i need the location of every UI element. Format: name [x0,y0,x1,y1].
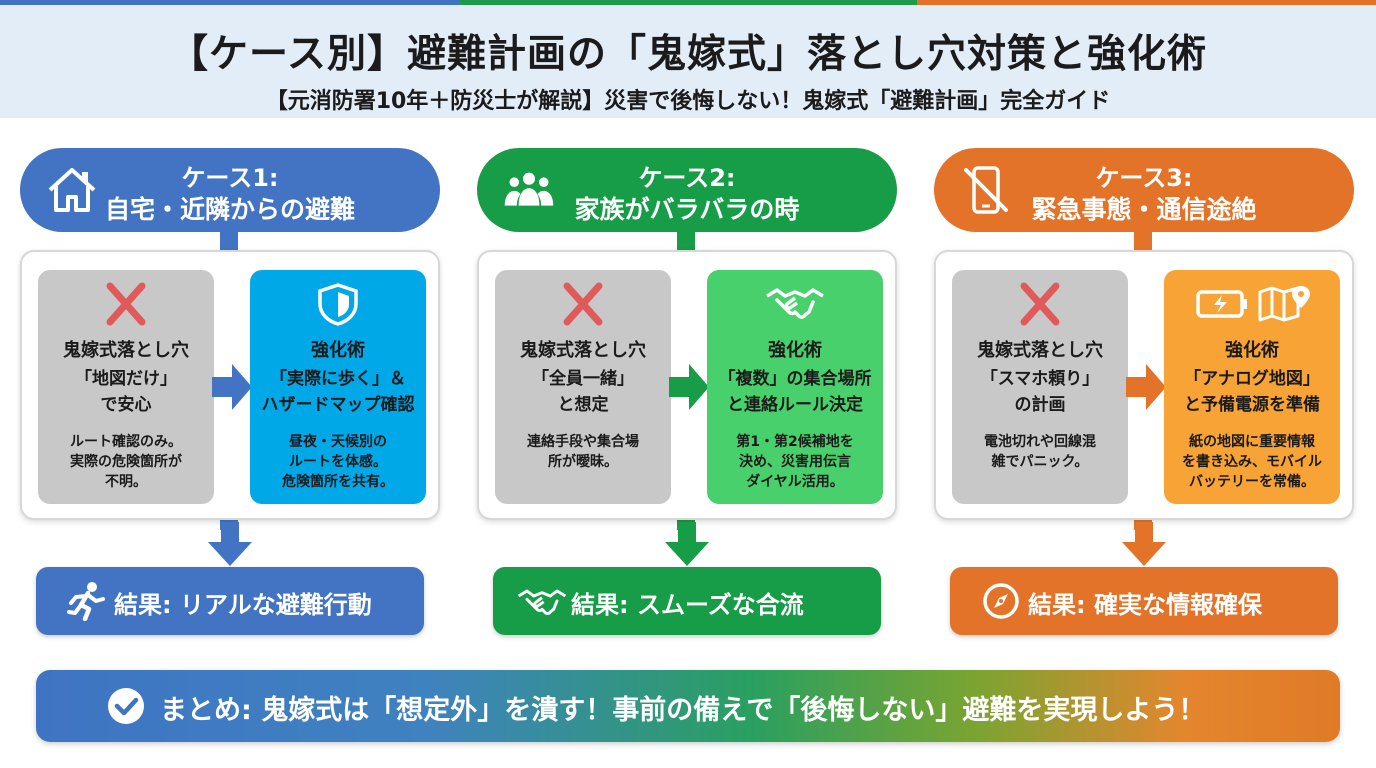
right-arrow-icon [669,364,709,410]
x-mark-icon [1020,282,1060,326]
connector-line [220,230,238,252]
case-1-panel: 鬼嫁式落とし穴 「地図だけ」 で安心 ルート確認のみ。 実際の危険箇所が 不明。… [20,250,440,520]
pitfall-card: 鬼嫁式落とし穴 「地図だけ」 で安心 ルート確認のみ。 実際の危険箇所が 不明。 [38,270,214,504]
result-text: 結果: リアルな避難行動 [114,591,372,619]
result-text: 結果: スムーズな合流 [571,591,804,619]
summary-banner: まとめ: 鬼嫁式は「想定外」を潰す！事前の備えで「後悔しない」避難を実現しよう！ [36,670,1340,742]
handshake-icon [517,589,567,616]
running-person-icon [67,582,105,621]
fix-heading: 強化術 [1225,340,1279,361]
fix-heading: 強化術 [311,340,365,361]
case-3-column: ケース3: 緊急事態・通信途絶 鬼嫁式落とし穴 「スマホ頼り」 の計画 電池切れ… [934,0,1354,768]
fix-description: 紙の地図に重要情報 を書き込み、モバイル バッテリーを常備。 [1182,434,1322,490]
fix-description: 昼夜・天候別の ルートを体感。 危険箇所を共有。 [282,434,394,490]
case-name: 自宅・近隣からの避難 [104,195,355,224]
case-1-result: 結果: リアルな避難行動 [36,567,424,635]
fix-main: 「複数」の集合場所 と連絡ルール決定 [718,369,872,415]
case-number: ケース3: [1095,164,1193,192]
family-icon [504,172,554,206]
fix-card: 強化術 「実際に歩く」＆ ハザードマップ確認 昼夜・天候別の ルートを体感。 危… [250,270,426,504]
header-banner: 【ケース別】避難計画の「鬼嫁式」落とし穴対策と強化術 【元消防署10年＋防災士が… [0,5,1376,118]
fix-main: 「実際に歩く」＆ ハザードマップ確認 [261,369,415,415]
pitfall-card: 鬼嫁式落とし穴 「全員一緒」 と想定 連絡手段や集合場 所が曖昧。 [495,270,671,504]
x-mark-icon [106,282,146,326]
case-number: ケース1: [181,164,279,192]
pitfall-description: 連絡手段や集合場 所が曖昧。 [527,434,639,470]
case-3-result: 結果: 確実な情報確保 [950,567,1338,635]
case-2-column: ケース2: 家族がバラバラの時 鬼嫁式落とし穴 「全員一緒」 と想定 連絡手段や… [477,0,897,768]
case-1-header: ケース1: 自宅・近隣からの避難 [20,148,440,232]
shield-icon [318,283,358,326]
fix-description: 第1・第2候補地を 決め、災害用伝言 ダイヤル活用。 [736,434,854,490]
page-title: 【ケース別】避難計画の「鬼嫁式」落とし穴対策と強化術 [168,32,1208,77]
handshake-icon [766,288,824,319]
top-color-bar [0,0,1376,5]
pitfall-description: 電池切れや回線混 雑でパニック。 [984,434,1096,470]
fix-main: 「アナログ地図」 と予備電源を準備 [1184,369,1320,415]
case-1-column: ケース1: 自宅・近隣からの避難 鬼嫁式落とし穴 「地図だけ」 で安心 ルート確… [20,0,440,768]
result-text: 結果: 確実な情報確保 [1028,591,1262,619]
pitfall-heading: 鬼嫁式落とし穴 [977,340,1103,361]
case-2-panel: 鬼嫁式落とし穴 「全員一緒」 と想定 連絡手段や集合場 所が曖昧。 強化術 「複… [477,250,897,520]
pitfall-main: 「全員一緒」 と想定 [532,369,634,415]
down-arrow-icon [665,522,709,566]
case-number: ケース2: [638,164,736,192]
pitfall-heading: 鬼嫁式落とし穴 [520,340,646,361]
case-3-panel: 鬼嫁式落とし穴 「スマホ頼り」 の計画 電池切れや回線混 雑でパニック。 [934,250,1354,520]
right-arrow-icon [212,364,252,410]
compass-icon [983,583,1019,619]
fix-heading: 強化術 [768,340,822,361]
pitfall-card: 鬼嫁式落とし穴 「スマホ頼り」 の計画 電池切れや回線混 雑でパニック。 [952,270,1128,504]
home-icon [48,168,96,212]
check-circle-icon [108,688,144,724]
fix-card: 強化術 「複数」の集合場所 と連絡ルール決定 第1・第2候補地を 決め、災害用伝… [707,270,883,504]
down-arrow-icon [1122,522,1166,566]
connector-line [1134,230,1152,252]
pitfall-description: ルート確認のみ。 実際の危険箇所が 不明。 [70,434,182,490]
pitfall-main: 「地図だけ」 で安心 [75,369,177,415]
case-2-header: ケース2: 家族がバラバラの時 [477,148,897,232]
pitfall-heading: 鬼嫁式落とし穴 [63,340,189,361]
fix-card: 強化術 「アナログ地図」 と予備電源を準備 紙の地図に重要情報 を書き込み、モバ… [1164,270,1340,504]
summary-text: まとめ: 鬼嫁式は「想定外」を潰す！事前の備えで「後悔しない」避難を実現しよう！ [160,695,1206,726]
case-3-header: ケース3: 緊急事態・通信途絶 [934,148,1354,232]
case-2-result: 結果: スムーズな合流 [493,567,881,635]
right-arrow-icon [1126,364,1166,410]
battery-map-icon [1196,286,1310,322]
no-phone-icon [964,166,1008,214]
case-name: 家族がバラバラの時 [574,195,800,224]
x-mark-icon [563,282,603,326]
connector-line [677,230,695,252]
down-arrow-icon [208,522,252,566]
case-name: 緊急事態・通信途絶 [1031,195,1257,224]
pitfall-main: 「スマホ頼り」 の計画 [980,369,1100,415]
page-subtitle: 【元消防署10年＋防災士が解説】災害で後悔しない！鬼嫁式「避難計画」完全ガイド [265,89,1111,114]
